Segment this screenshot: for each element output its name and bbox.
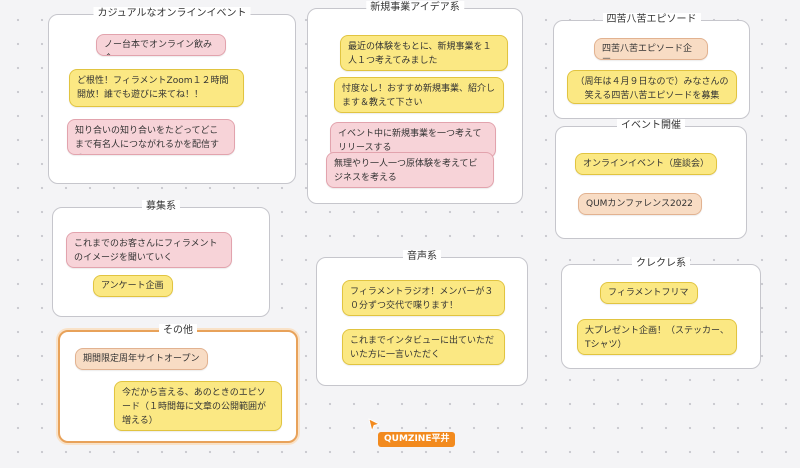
group-title: 四苦八苦エピソード <box>602 13 701 27</box>
sticky-note[interactable]: フィラメントフリマ <box>600 282 698 304</box>
group-title: 新規事業アイデア系 <box>366 1 464 15</box>
sticky-note[interactable]: （周年は４月９日なので）みなさんの笑える四苦八苦エピソードを募集 <box>567 70 737 104</box>
sticky-note[interactable]: アンケート企画 <box>93 275 173 297</box>
sticky-note[interactable]: 今だから言える、あのときのエピソード（１時間毎に文章の公開範囲が増える） <box>114 381 282 431</box>
sticky-note[interactable]: QUMカンファレンス2022 <box>578 193 702 215</box>
collaborator-cursor-label: QUMZINE平井 <box>378 432 456 447</box>
group-shiku-hakku-episode[interactable]: 四苦八苦エピソード 四苦八苦エピソード企画 （周年は４月９日なので）みなさんの笑… <box>553 13 750 119</box>
group-other[interactable]: その他 期間限定周年サイトオープン 今だから言える、あのときのエピソード（１時間… <box>58 324 298 443</box>
sticky-note[interactable]: 知り合いの知り合いをたどってどこまで有名人につながれるかを配信する <box>67 119 235 155</box>
group-title: カジュアルなオンラインイベント <box>93 7 251 21</box>
sticky-note[interactable]: 四苦八苦エピソード企画 <box>594 38 708 60</box>
sticky-note[interactable]: ど根性！フィラメントZoom１２時間開放！誰でも遊びに来てね！！ <box>69 69 244 107</box>
group-title: その他 <box>159 324 197 338</box>
sticky-note[interactable]: 忖度なし！おすすめ新規事業、紹介します＆教えて下さい <box>334 77 504 113</box>
group-title: 音声系 <box>403 250 441 264</box>
group-audio[interactable]: 音声系 フィラメントラジオ！メンバーが３０分ずつ交代で喋ります！ これまでインタ… <box>316 250 528 386</box>
sticky-note[interactable]: これまでのお客さんにフィラメントのイメージを聞いていく <box>66 232 232 268</box>
sticky-note[interactable]: 期間限定周年サイトオープン <box>75 348 208 370</box>
group-title: 募集系 <box>142 200 180 214</box>
sticky-note[interactable]: フィラメントラジオ！メンバーが３０分ずつ交代で喋ります！ <box>342 280 505 316</box>
group-title: イベント開催 <box>617 119 685 133</box>
group-event-hosting[interactable]: イベント開催 オンラインイベント（座談会） QUMカンファレンス2022 <box>555 119 747 239</box>
group-kurekure[interactable]: クレクレ系 フィラメントフリマ 大プレゼント企画！（ステッカー、Tシャツ） <box>561 257 761 369</box>
sticky-note[interactable]: ノー台本でオンライン飲み会 <box>96 34 226 56</box>
sticky-note[interactable]: 最近の体験をもとに、新規事業を１人１つ考えてみました <box>340 35 508 71</box>
sticky-note[interactable]: 無理やり一人一つ原体験を考えてビジネスを考える <box>326 152 494 188</box>
group-title: クレクレ系 <box>632 257 690 271</box>
group-new-business-ideas[interactable]: 新規事業アイデア系 最近の体験をもとに、新規事業を１人１つ考えてみました 忖度な… <box>307 1 523 204</box>
group-recruitment[interactable]: 募集系 これまでのお客さんにフィラメントのイメージを聞いていく アンケート企画 <box>52 200 270 317</box>
group-casual-online-event[interactable]: カジュアルなオンラインイベント ノー台本でオンライン飲み会 ど根性！フィラメント… <box>48 7 296 184</box>
sticky-note[interactable]: これまでインタビューに出ていただいた方に一言いただく <box>342 329 505 365</box>
sticky-note[interactable]: 大プレゼント企画！（ステッカー、Tシャツ） <box>577 319 737 355</box>
sticky-note[interactable]: オンラインイベント（座談会） <box>575 153 717 175</box>
cursor-arrow-icon <box>368 418 380 432</box>
